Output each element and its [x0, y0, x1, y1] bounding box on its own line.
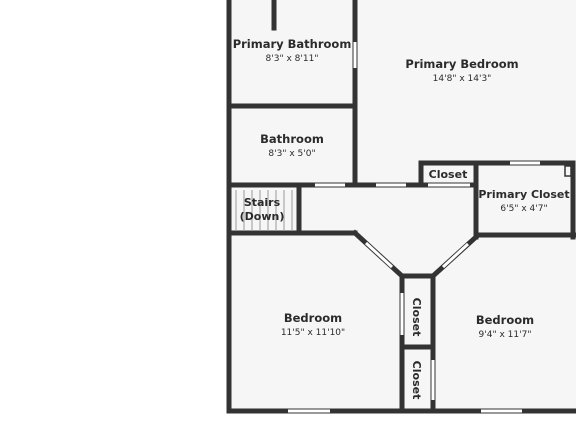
primary-bathroom-dims: 8'3" x 8'11" [266, 54, 319, 64]
stairs-label: Stairs [244, 196, 281, 209]
primary-bedroom-dims: 14'8" x 14'3" [433, 74, 492, 84]
bedroom-left-label: Bedroom [284, 311, 342, 325]
closet-bottom-label: Closet [410, 361, 423, 400]
stair-treads [235, 190, 293, 230]
windows [288, 42, 540, 413]
closet-mid-label: Closet [410, 298, 423, 337]
primary-closet-dims: 6'5" x 4'7" [500, 204, 547, 214]
stairs-direction-label: (Down) [240, 210, 285, 223]
bathroom-label: Bathroom [260, 132, 324, 146]
bathroom-dims: 8'3" x 5'0" [268, 149, 315, 159]
bedroom-right-label: Bedroom [476, 313, 534, 327]
closet-shelf-mark [564, 165, 572, 177]
closet-top-label: Closet [429, 168, 468, 181]
bedroom-right-dims: 9'4" x 11'7" [479, 330, 532, 340]
primary-closet-label: Primary Closet [478, 188, 569, 201]
bedroom-left-dims: 11'5" x 11'10" [281, 328, 345, 338]
primary-bedroom-label: Primary Bedroom [405, 57, 518, 71]
primary-bathroom-label: Primary Bathroom [233, 37, 352, 51]
